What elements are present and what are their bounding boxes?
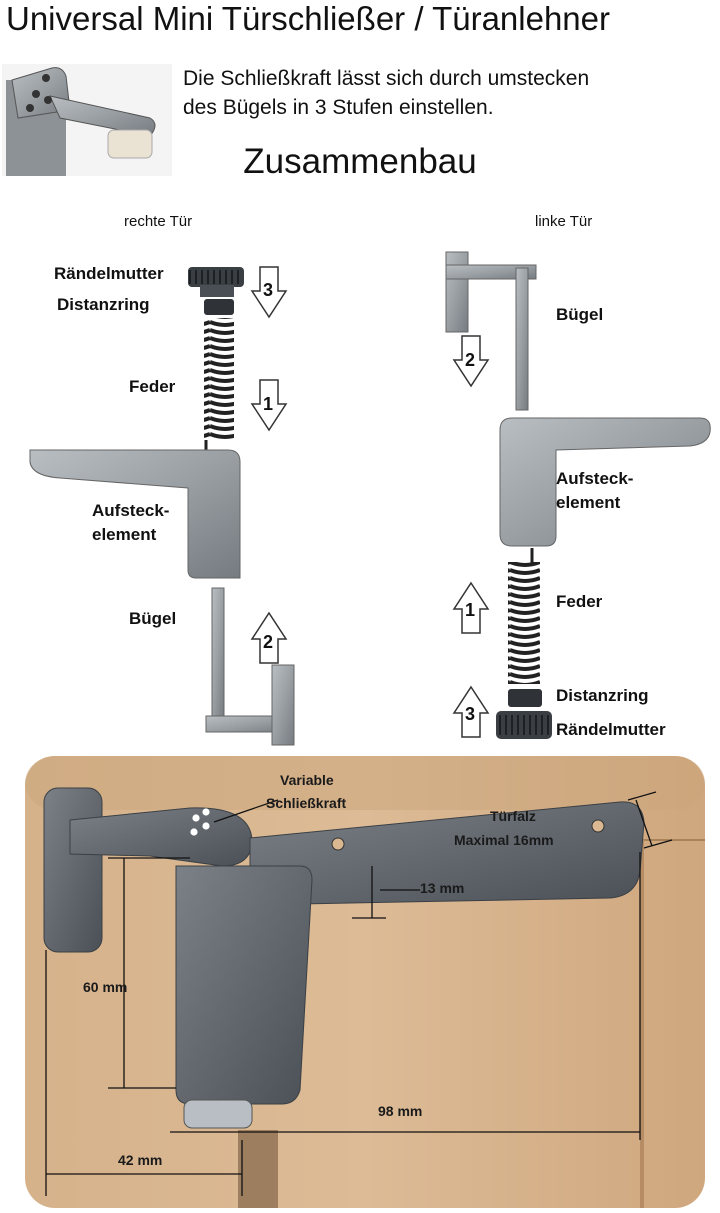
arrow-down-icon xyxy=(452,335,490,388)
arrow-up-icon xyxy=(452,581,490,634)
label-rebate: Türfalz xyxy=(490,808,536,824)
label-knurled-nut: Rändelmutter xyxy=(556,720,666,739)
arrow-up-icon xyxy=(452,685,490,738)
page-title: Universal Mini Türschließer / Türanlehne… xyxy=(6,0,611,37)
description: Die Schließkraft lässt sich durch umstec… xyxy=(183,64,703,122)
step-number-3: 3 xyxy=(465,704,476,724)
dimension-98mm: 98 mm xyxy=(378,1103,423,1119)
arrow-down-icon xyxy=(250,266,288,319)
label-mount-line-1: Aufsteck- xyxy=(556,469,634,488)
label-spacer: Distanzring xyxy=(57,295,150,314)
knurled-nut xyxy=(188,267,244,297)
label-mount-line-2: element xyxy=(556,493,621,512)
step-number-1: 1 xyxy=(263,394,274,414)
dimension-60mm: 60 mm xyxy=(83,979,128,995)
spacer-ring xyxy=(508,689,542,707)
arrow-down-icon xyxy=(250,379,288,432)
left-door-caption: linke Tür xyxy=(535,213,593,230)
step-number-1: 1 xyxy=(465,600,476,620)
label-bracket: Bügel xyxy=(129,609,177,628)
description-line-2: des Bügels in 3 Stufen einstellen. xyxy=(183,96,494,119)
spring xyxy=(508,548,540,684)
label-knurled-nut: Rändelmutter xyxy=(54,264,164,283)
right-door-diagram xyxy=(29,266,295,746)
mounting-element xyxy=(29,449,241,579)
right-door-caption: rechte Tür xyxy=(124,213,193,230)
section-title: Zusammenbau xyxy=(243,142,477,181)
bracket xyxy=(205,587,295,746)
label-spring: Feder xyxy=(556,592,603,611)
label-bracket: Bügel xyxy=(556,305,604,324)
step-number-3: 3 xyxy=(263,280,274,300)
label-spring: Feder xyxy=(129,377,176,396)
knurled-nut xyxy=(496,711,552,739)
spacer-ring xyxy=(204,299,234,315)
mounting-element xyxy=(499,417,711,547)
label-mount-line-2: element xyxy=(92,525,157,544)
label-variable: Variable xyxy=(280,772,334,788)
thumbnail-closer xyxy=(2,64,172,176)
bracket xyxy=(445,251,537,411)
step-number-2: 2 xyxy=(263,632,274,652)
dimension-lines xyxy=(45,791,673,1196)
spring xyxy=(204,318,234,452)
step-number-2: 2 xyxy=(465,350,476,370)
label-spacer: Distanzring xyxy=(556,686,649,705)
label-rebate-max: Maximal 16mm xyxy=(454,832,554,848)
dimension-13mm: 13 mm xyxy=(420,880,465,896)
label-closing-force: Schließkraft xyxy=(266,795,347,811)
left-door-diagram xyxy=(445,251,711,739)
label-mount-line-1: Aufsteck- xyxy=(92,501,170,520)
arrow-up-icon xyxy=(250,611,288,664)
dimension-42mm: 42 mm xyxy=(118,1152,163,1168)
description-line-1: Die Schließkraft lässt sich durch umstec… xyxy=(183,67,590,90)
installed-photo xyxy=(25,756,705,1208)
